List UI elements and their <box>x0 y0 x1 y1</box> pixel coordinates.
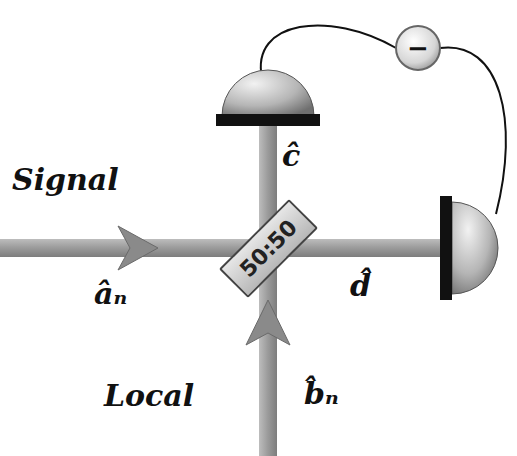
mode-operator: âₙ <box>94 276 127 311</box>
detector-base <box>440 196 452 300</box>
mode-operator: b̂ₙ <box>304 376 339 411</box>
beam-label: Local <box>104 378 194 413</box>
mode-operator: d̂ <box>350 268 371 303</box>
detector-base <box>216 114 320 126</box>
local-beam <box>259 124 277 456</box>
photodetector <box>222 70 314 116</box>
beam-arrow <box>246 300 290 345</box>
signal-beam <box>0 239 442 257</box>
subtractor-circle <box>396 26 440 70</box>
mode-operator: ĉ <box>282 138 300 173</box>
beam-label: Signal <box>12 162 119 197</box>
node-text: − <box>407 33 429 63</box>
node-text: 50:50 <box>234 214 301 281</box>
wire <box>261 25 396 78</box>
wire <box>440 47 506 214</box>
photodetector <box>452 202 498 294</box>
beam-arrow <box>118 226 158 270</box>
subtractor-node: − <box>398 28 438 68</box>
